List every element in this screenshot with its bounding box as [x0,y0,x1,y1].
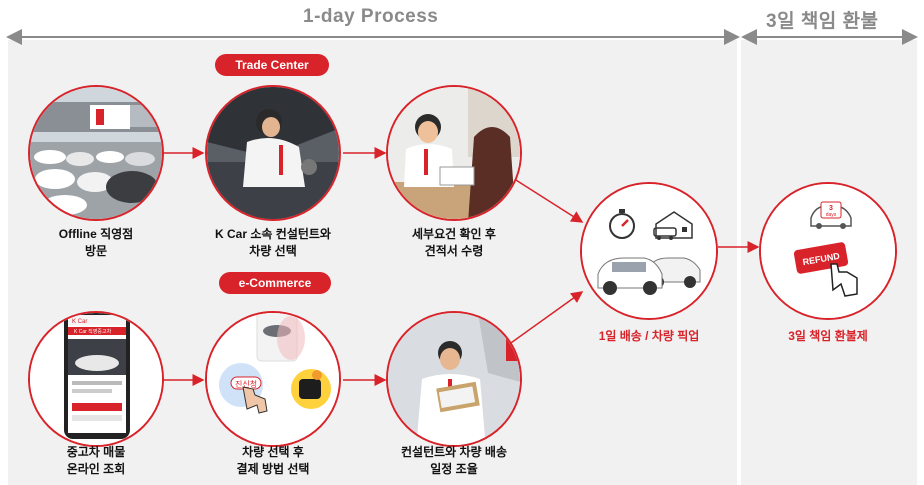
phone-title: K Car 직영중고차 [74,328,112,335]
circle-delivery [580,182,718,320]
circle-refund: 3 days REFUND [759,182,897,320]
circle-quotation [386,85,522,221]
caption-consultant-select: K Car 소속 컨설턴트와 차량 선택 [215,227,331,258]
circle-delivery-schedule [386,311,522,447]
cars-icon [597,257,701,295]
clipboard-consultant-illustration [388,313,520,445]
caption-refund: 3일 책임 환불제 [788,329,868,343]
caption-delivery: 1일 배송 / 차량 픽업 [598,329,700,343]
car-outline-icon: 3 days [810,201,852,229]
flow-arrow-6 [507,291,584,346]
house-car-icon [653,211,693,240]
trade-center-pill: Trade Center [215,54,329,76]
circle-consultant-select [205,85,341,221]
consultant-engine-illustration [207,87,339,219]
caption-payment-select: 차량 선택 후 결제 방법 선택 [236,445,310,476]
refund-days-number: 3 [829,205,833,212]
refund-illustration: 3 days REFUND [761,184,895,318]
flow-arrow-5 [507,174,584,223]
caption-delivery-schedule: 컨설턴트와 차량 배송 일정 조율 [400,445,508,476]
delivery-illustration [582,184,716,318]
caption-online-search: 중고차 매물 온라인 조회 [66,445,126,476]
caption-quotation: 세부요건 확인 후 견적서 수령 [412,227,496,258]
caption-offline-visit: Offline 직영점 방문 [58,227,134,258]
circle-payment-select: 진신청 [205,311,341,447]
app-button-label: 진신청 [235,379,257,389]
circle-online-search: K Car K Car 직영중고차 [28,311,164,447]
refund-days-unit: days [826,212,837,218]
ecommerce-pill: e-Commerce [219,272,331,294]
stopwatch-icon [609,209,635,239]
app-selection-illustration: 진신청 [207,313,339,445]
refund-header: 3일 책임 환불 [766,11,879,32]
circle-offline-visit [28,85,164,221]
pointer-hand-icon [830,263,858,297]
dealership-illustration [30,87,162,219]
quotation-illustration [388,87,520,219]
phone-illustration: K Car K Car 직영중고차 [30,313,162,445]
phone-brand: K Car [72,319,87,325]
process-header: 1-day Process [303,6,439,27]
